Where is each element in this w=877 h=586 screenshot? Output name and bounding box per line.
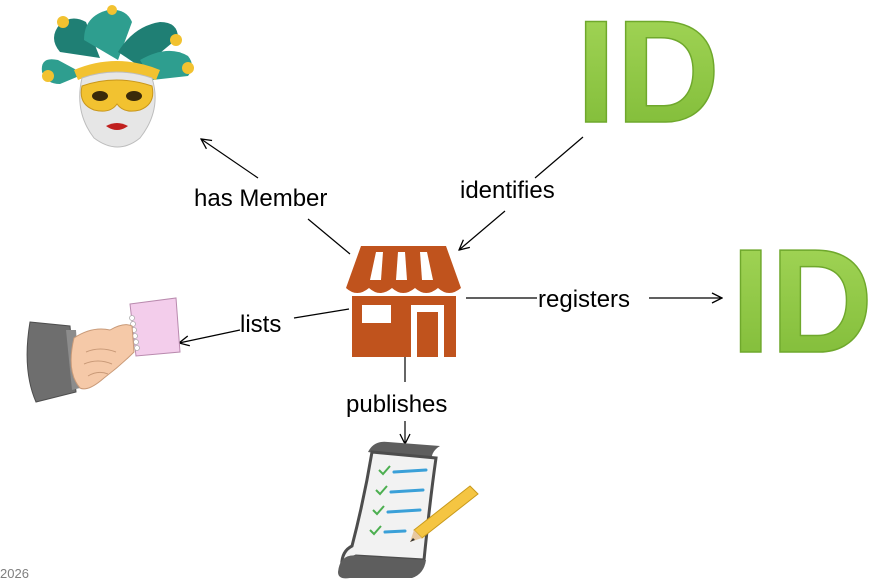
jester-mask-icon <box>41 5 194 148</box>
connector-has-member <box>201 139 351 255</box>
checklist-scroll-icon <box>338 441 479 579</box>
label-lists: lists <box>240 311 281 338</box>
label-registers: registers <box>538 286 630 313</box>
label-has-member: has Member <box>194 185 327 212</box>
footer-partial-text: 2026 <box>0 566 29 581</box>
id-icon: ID <box>575 0 721 154</box>
id-right-glyph: ID <box>731 219 873 384</box>
pencil-icon <box>410 485 479 542</box>
connector-identifies <box>459 136 584 250</box>
id-top-glyph: ID <box>576 0 720 153</box>
label-publishes: publishes <box>346 391 447 418</box>
handshake-icon <box>26 297 181 403</box>
label-identifies: identifies <box>460 177 555 204</box>
storefront-icon <box>346 246 461 357</box>
id-icon: ID <box>730 218 874 385</box>
connector-lists <box>179 308 350 343</box>
